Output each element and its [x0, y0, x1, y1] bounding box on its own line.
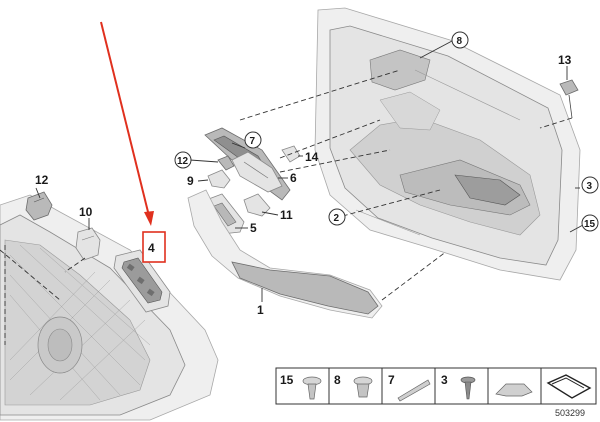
part-13-screw — [539, 66, 579, 129]
callout-7: 7 — [250, 136, 256, 147]
part-9-bracket — [197, 169, 231, 189]
callout-15: 15 — [584, 219, 596, 230]
callout-12-center: 12 — [177, 156, 189, 167]
highlight-box — [142, 231, 166, 263]
callout-13: 13 — [558, 53, 572, 67]
legend-label-3: 3 — [441, 373, 448, 387]
expanding-clip-icon — [353, 376, 373, 398]
callout-11: 11 — [280, 208, 293, 222]
left-door-panel — [0, 194, 219, 421]
callout-5: 5 — [250, 221, 257, 235]
legend-strip: 15 8 7 3 — [275, 367, 597, 405]
callout-12-left: 12 — [35, 173, 49, 187]
screw-icon — [460, 376, 476, 400]
callout-3: 3 — [587, 181, 593, 192]
part-11-clip — [243, 193, 279, 217]
highlight-arrow — [100, 21, 154, 226]
callout-2: 2 — [334, 213, 340, 224]
part-6-handle — [231, 151, 288, 193]
part-14-clip — [281, 145, 303, 163]
legend-label-8: 8 — [334, 373, 341, 387]
part-4-switch-panel — [113, 249, 171, 313]
part-10-bracket — [64, 218, 101, 273]
seal-shape-icon — [546, 374, 592, 399]
clip-bracket-icon — [495, 383, 533, 397]
push-clip-icon — [302, 376, 322, 400]
legend-label-15: 15 — [280, 373, 294, 387]
callout-1: 1 — [257, 303, 264, 317]
callout-14: 14 — [305, 150, 319, 164]
part-1-armrest — [187, 189, 456, 319]
diagram-number: 503299 — [555, 408, 585, 418]
callout-4: 4 — [148, 241, 155, 255]
part-12-clip-left — [25, 187, 53, 221]
bracket-icon — [397, 379, 431, 402]
part-12-clip-center — [189, 155, 235, 171]
callout-9: 9 — [187, 174, 194, 188]
callout-8: 8 — [457, 36, 463, 47]
right-door-panel — [239, 7, 584, 281]
callout-10: 10 — [79, 205, 93, 219]
legend-label-7: 7 — [388, 373, 395, 387]
callout-6: 6 — [290, 171, 297, 185]
